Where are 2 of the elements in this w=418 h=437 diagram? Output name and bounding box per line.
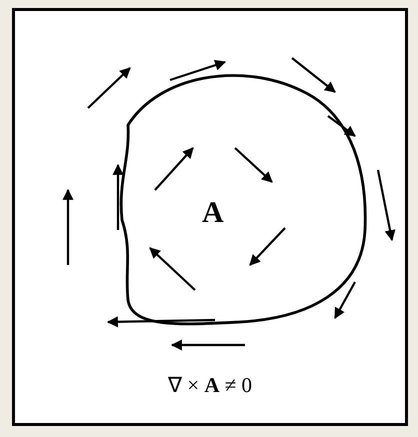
vector-symbol: A <box>202 196 224 230</box>
curl-equation: ∇ × A ≠ 0 <box>168 373 252 397</box>
